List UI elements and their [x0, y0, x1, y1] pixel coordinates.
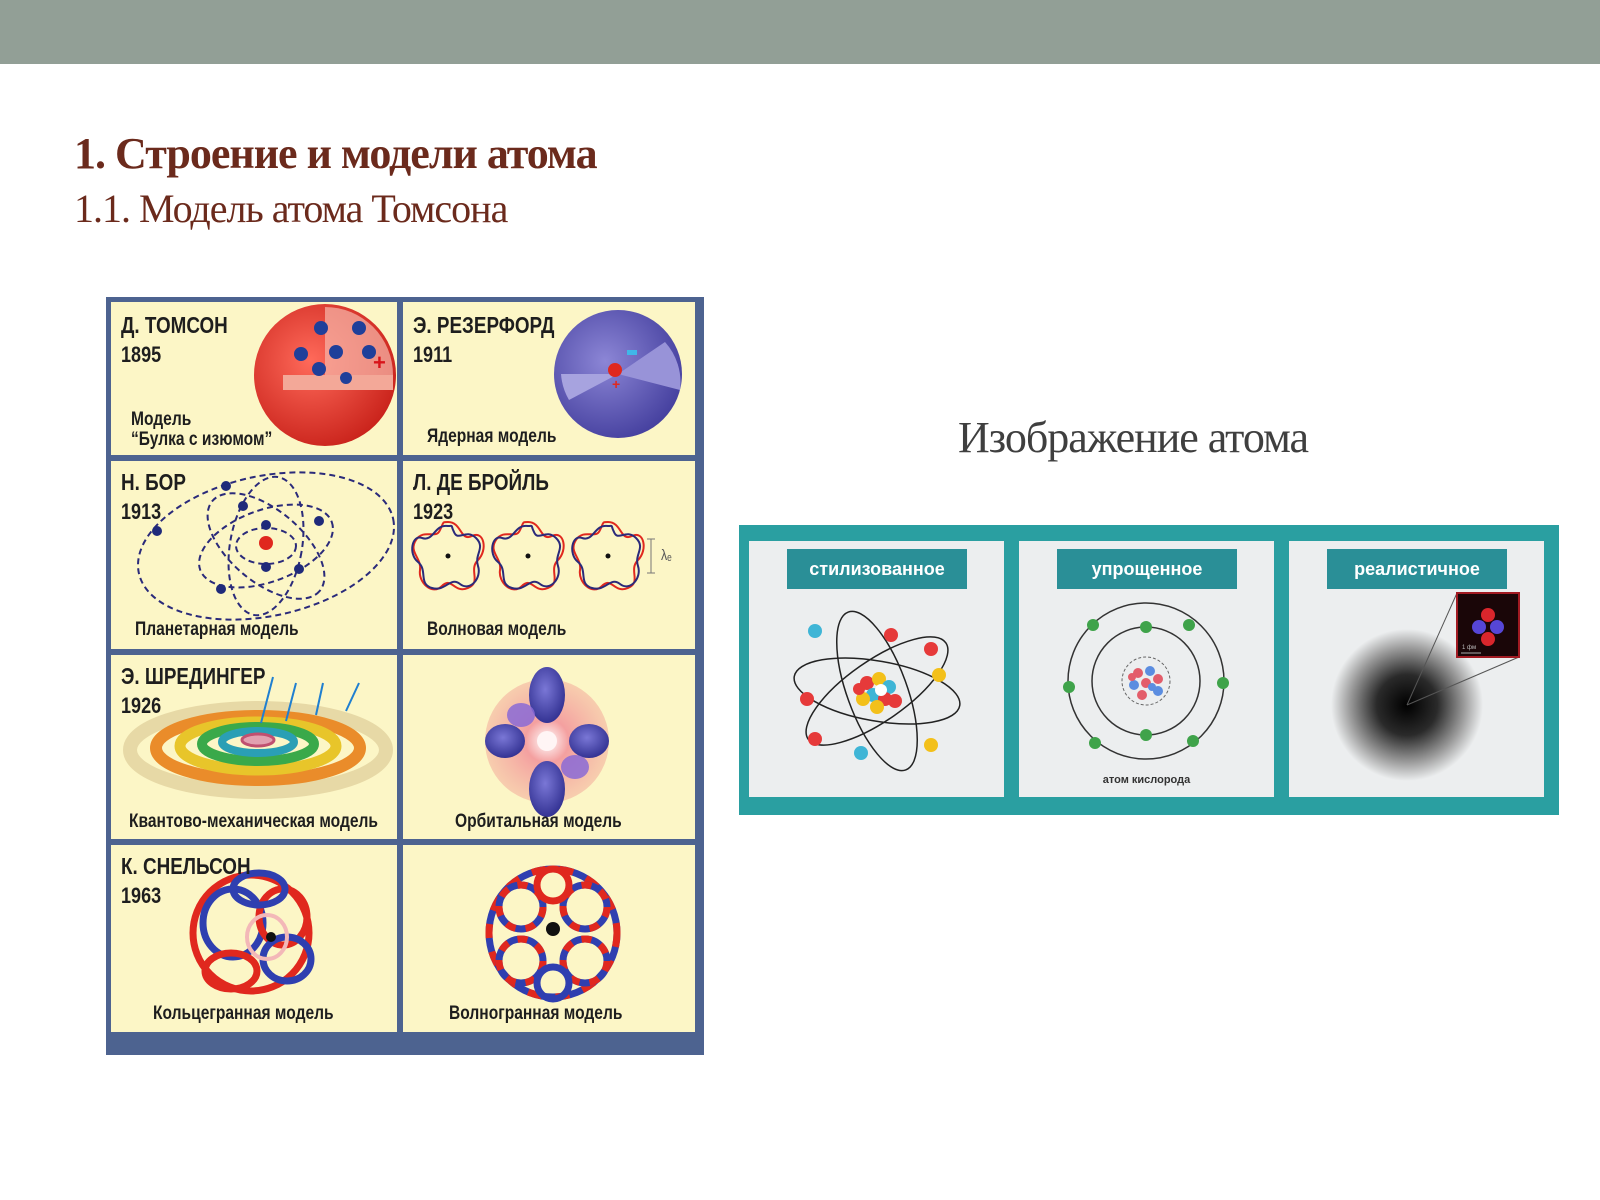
scientist-name: К. СНЕЛЬСОН: [121, 853, 251, 879]
scientist-name: Э. РЕЗЕРФОРД: [413, 312, 555, 338]
model-cell-thomson: + Д. ТОМСОН 1895 Модель “Булка с изюмом”: [111, 302, 397, 455]
stylized-atom-illustration: [793, 610, 961, 772]
model-year: 1963: [121, 883, 162, 908]
tab-simplified[interactable]: упрощенное: [1057, 549, 1237, 589]
scientist-name: Н. БОР: [121, 469, 186, 495]
model-label: Квантово-механическая модель: [129, 811, 378, 832]
model-label: Орбитальная модель: [455, 811, 622, 832]
slide-subtitle: 1.1. Модель атома Томсона: [74, 186, 508, 231]
atom-representations-panel: стилизованное: [739, 525, 1559, 815]
representation-simplified: упрощенное атом кислорода: [1019, 541, 1274, 797]
model-year: 1913: [121, 499, 162, 524]
model-label: Ядерная модель: [427, 426, 557, 447]
orbital-model-illustration: [485, 667, 609, 817]
wave-face-model-illustration: [485, 865, 621, 1003]
model-label: “Булка с изюмом”: [131, 429, 273, 450]
scientist-name: Л. ДЕ БРОЙЛЬ: [413, 469, 549, 495]
representation-stylized: стилизованное: [749, 541, 1004, 797]
ring-face-model-illustration: [189, 869, 315, 995]
model-cell-debroglie: λₑ Л. ДЕ БРОЙЛЬ 1923 Волновая модель: [403, 461, 695, 649]
wavelength-symbol: λₑ: [661, 547, 672, 564]
representation-realistic: 1 фм реалистичное: [1289, 541, 1544, 797]
tab-realistic[interactable]: реалистичное: [1327, 549, 1507, 589]
model-label: Кольцегранная модель: [153, 1003, 334, 1024]
tab-stylized[interactable]: стилизованное: [787, 549, 967, 589]
planetary-model-illustration: [137, 471, 395, 621]
model-year: 1926: [121, 693, 162, 718]
model-label: Волновая модель: [427, 619, 567, 640]
femtometer-scale: 1 фм: [1462, 645, 1477, 651]
svg-text:+: +: [612, 376, 620, 392]
scientist-name: Э. ШРЕДИНГЕР: [121, 663, 266, 689]
model-cell-schrodinger: Э. ШРЕДИНГЕР 1926 Квантово-механическая …: [111, 655, 397, 839]
top-bar: [0, 0, 1600, 64]
model-year: 1895: [121, 342, 162, 367]
atom-image-heading: Изображение атома: [958, 413, 1309, 462]
svg-text:+: +: [373, 350, 386, 375]
model-year: 1911: [413, 342, 453, 367]
wave-model-illustration: [411, 520, 655, 591]
model-label: Волногранная модель: [449, 1003, 623, 1024]
plum-pudding-illustration: +: [254, 304, 396, 446]
model-cell-orbital: Орбитальная модель: [403, 655, 695, 839]
oxygen-atom-illustration: [1063, 602, 1229, 760]
model-cell-snelson: К. СНЕЛЬСОН 1963 Кольцегранная модель: [111, 845, 397, 1032]
scientist-name: Д. ТОМСОН: [121, 312, 228, 338]
atom-models-panel: + Д. ТОМСОН 1895 Модель “Булка с изюмом”…: [106, 297, 704, 1055]
model-cell-bohr: Н. БОР 1913 Планетарная модель: [111, 461, 397, 649]
slide-title: 1. Строение и модели атома: [74, 129, 598, 178]
nuclear-model-illustration: +: [554, 310, 682, 438]
model-label: Планетарная модель: [135, 619, 299, 640]
model-cell-wave-face: Волногранная модель: [403, 845, 695, 1032]
quantum-model-illustration: [123, 676, 393, 799]
oxygen-atom-caption: атом кислорода: [1102, 774, 1191, 786]
model-year: 1923: [413, 499, 454, 524]
realistic-atom-illustration: [1331, 592, 1520, 781]
model-cell-rutherford: + Э. РЕЗЕРФОРД 1911 Ядерная модель: [403, 302, 695, 455]
model-label: Модель: [131, 409, 192, 430]
